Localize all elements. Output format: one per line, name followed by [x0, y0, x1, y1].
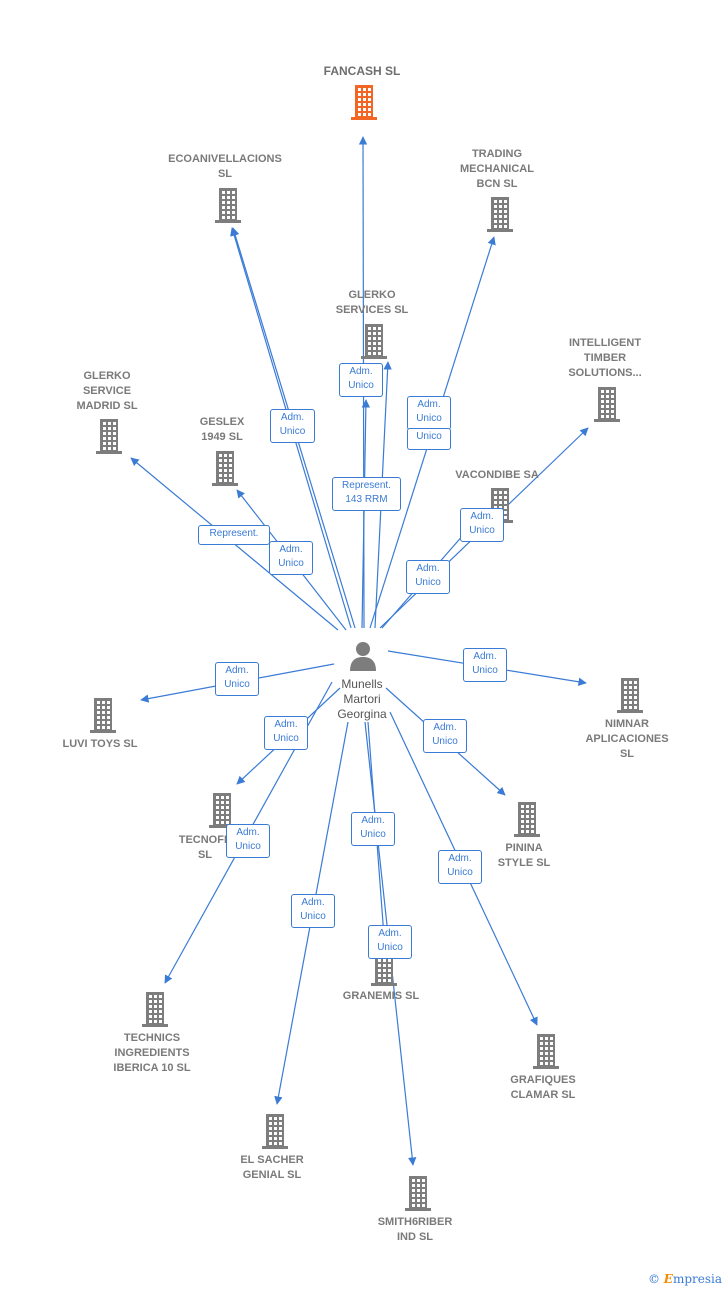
company-name-tecnofe[interactable]: TECNOFE SL: [178, 834, 232, 861]
company-name-nimnar[interactable]: NIMNAR APLICACIONES SL: [585, 718, 669, 760]
building-icon[interactable]: [485, 196, 515, 232]
brand-initial: E: [663, 1272, 673, 1286]
relation-label-fancash-rep[interactable]: Represent. 143 RRM: [332, 477, 401, 511]
relation-label-trading[interactable]: Adm. Unico: [407, 396, 451, 430]
company-name-trading[interactable]: TRADING MECHANICAL BCN SL: [460, 148, 534, 190]
relation-label-tecnofe[interactable]: Adm. Unico: [264, 716, 308, 750]
building-icon[interactable]: [210, 450, 240, 486]
empresia-logo: © Empresia: [648, 1272, 722, 1286]
relation-label-intelligent[interactable]: Adm. Unico: [460, 508, 504, 542]
company-name-pinina[interactable]: PININA STYLE SL: [497, 842, 551, 869]
building-icon[interactable]: [207, 792, 237, 828]
company-name-geslex[interactable]: GESLEX 1949 SL: [199, 416, 245, 443]
relation-label-elsacher[interactable]: Adm. Unico: [291, 894, 335, 928]
building-icon[interactable]: [359, 323, 389, 359]
company-name-technics[interactable]: TECHNICS INGREDIENTS IBERICA 10 SL: [113, 1032, 191, 1074]
company-name-intelligent[interactable]: INTELLIGENT TIMBER SOLUTIONS...: [568, 337, 642, 379]
company-name-glerko-services[interactable]: GLERKO SERVICES SL: [335, 289, 409, 316]
relation-line: [361, 399, 371, 629]
building-icon[interactable]: [403, 1175, 433, 1211]
relation-label-geslex[interactable]: Adm. Unico: [269, 541, 313, 575]
building-icon[interactable]: [349, 84, 379, 120]
company-name-fancash[interactable]: FANCASH SL: [323, 64, 401, 78]
company-name-elsacher[interactable]: EL SACHER GENIAL SL: [240, 1154, 304, 1181]
relation-label-granemis[interactable]: Adm. Unico: [351, 812, 395, 846]
relation-label-eco[interactable]: Adm. Unico: [270, 409, 315, 443]
relation-label-vacondibe[interactable]: Adm. Unico: [406, 560, 450, 594]
company-name-granemis[interactable]: GRANEMIS SL: [342, 990, 420, 1002]
building-icon[interactable]: [512, 801, 542, 837]
brand-name: mpresia: [672, 1272, 722, 1286]
relation-label-fancash-adm[interactable]: Adm. Unico: [339, 363, 383, 397]
building-icon[interactable]: [140, 991, 170, 1027]
building-icon[interactable]: [260, 1113, 290, 1149]
relation-label-glerko-services[interactable]: Unico: [407, 428, 451, 450]
copyright-symbol: ©: [647, 1272, 660, 1286]
company-name-glerko-madrid[interactable]: GLERKO SERVICE MADRID SL: [76, 370, 138, 412]
relation-label-smith[interactable]: Adm. Unico: [368, 925, 412, 959]
relation-label-nimnar[interactable]: Adm. Unico: [463, 648, 507, 682]
relation-label-pinina[interactable]: Adm. Unico: [423, 719, 467, 753]
company-name-vacondibe[interactable]: VACONDIBE SA: [455, 469, 539, 481]
person-name[interactable]: Munells Martori Georgina: [337, 677, 387, 721]
building-icon[interactable]: [213, 187, 243, 223]
company-name-luvi[interactable]: LUVI TOYS SL: [62, 738, 138, 750]
company-name-grafiques[interactable]: GRAFIQUES CLAMAR SL: [510, 1074, 576, 1101]
building-icon[interactable]: [592, 386, 622, 422]
building-icon[interactable]: [615, 677, 645, 713]
company-name-smith[interactable]: SMITH6RIBER IND SL: [377, 1216, 453, 1243]
building-icon[interactable]: [531, 1033, 561, 1069]
relation-label-luvi[interactable]: Adm. Unico: [215, 662, 259, 696]
building-icon[interactable]: [94, 418, 124, 454]
person-icon[interactable]: [348, 640, 378, 672]
relation-label-technics[interactable]: Adm. Unico: [226, 824, 270, 858]
company-name-ecoanivellacions[interactable]: ECOANIVELLACIONS SL: [168, 153, 282, 180]
building-icon[interactable]: [88, 697, 118, 733]
relation-label-grafiques[interactable]: Adm. Unico: [438, 850, 482, 884]
relation-label-madrid[interactable]: Represent.: [198, 525, 270, 545]
